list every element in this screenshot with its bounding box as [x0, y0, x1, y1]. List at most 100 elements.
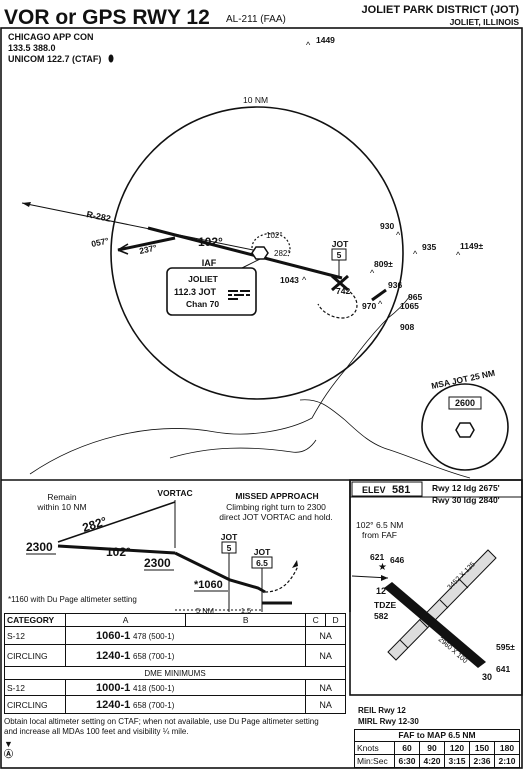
lighting-reil: REIL Rwy 12: [358, 706, 406, 715]
navaid-box: [166, 267, 257, 316]
time-label: Min:Sec: [354, 754, 395, 768]
table-row: CIRCLING 1240-1 658 (700-1) NA: [4, 695, 346, 714]
header-category: CATEGORY: [4, 613, 66, 627]
timing-grid: Knots 60 90 120 150 180 Min:Sec 6:30 4:2…: [354, 741, 520, 768]
row-cd: NA: [305, 695, 346, 714]
obstacle: 1065: [400, 301, 419, 311]
row-mda: 1060-1: [96, 629, 131, 642]
obstacle: 935: [422, 242, 436, 252]
profile-map-dme: 6.5: [256, 558, 268, 568]
spot-595: 595±: [496, 642, 515, 652]
obstacle: 1449: [316, 35, 335, 45]
notes-symbols: ▼Ⓐ: [4, 739, 14, 759]
runway-12-30: [384, 582, 486, 668]
elev-label: ELEV: [362, 485, 386, 495]
row-mda: 1240-1: [96, 649, 131, 662]
row-mda: 1000-1: [96, 681, 131, 694]
row-hat: 658 (700-1): [133, 651, 175, 661]
obstacle: 1043: [280, 275, 299, 285]
header-a: A: [64, 613, 187, 627]
profile-fix-dme: 5: [227, 543, 232, 553]
timing-table: FAF to MAP 6.5 NM Knots 60 90 120 150 18…: [354, 729, 520, 768]
river-outline: [29, 295, 411, 475]
terrain-outline-2: [169, 439, 317, 459]
msa-vortac-icon: [455, 422, 475, 438]
fix-dme: 5: [337, 250, 342, 260]
rwy30-landing: Rwy 30 ldg 2840': [432, 495, 500, 505]
msa-label: MSA JOT 25 NM: [430, 368, 496, 391]
pt-arrow: [117, 243, 129, 255]
obstacle-icon: ^: [396, 230, 401, 240]
course-reversal: [251, 233, 291, 257]
obstacle-group: 1449 ^ 930 ^ 935 ^ 1149± ^ 809± ^ 936 96…: [280, 35, 483, 332]
knots-label: Knots: [354, 741, 395, 755]
row-minimums: 1060-1 478 (500-1): [64, 626, 307, 645]
radial-label: R-282: [86, 209, 112, 224]
navaid-frequency: 112.3 JOT: [174, 287, 217, 297]
radial-line: [21, 202, 259, 252]
final-approach-course: [147, 226, 343, 280]
vortac-icon: [251, 246, 269, 260]
notes: Obtain local altimeter setting on CTAF; …: [4, 717, 319, 736]
timing-title: FAF to MAP 6.5 NM: [354, 729, 520, 741]
navaid-leader: [241, 258, 261, 269]
radial-arrowhead: [22, 202, 31, 207]
profile-missed-path: [264, 565, 299, 593]
fix-name: JOT: [332, 239, 349, 249]
pt-altitude: 2300: [26, 540, 53, 554]
spot-641: 641: [496, 664, 510, 674]
header-c: C: [305, 613, 327, 627]
airport-diagram-frame: [349, 479, 523, 696]
header-b: B: [185, 613, 307, 627]
runway-end-30: 30: [482, 672, 492, 682]
row-mda: 1240-1: [96, 698, 131, 711]
profile-inbound: [57, 544, 176, 555]
row-minimums: 1240-1 658 (700-1): [64, 695, 307, 714]
obstacle: 965: [408, 292, 422, 302]
inbound-course: 102°: [198, 235, 223, 249]
dme-minimums-title: DME MINIMUMS: [4, 666, 346, 680]
tdze-label: TDZE: [374, 600, 397, 610]
msa-altitude: 2600: [455, 398, 475, 408]
pt-outbound: [117, 236, 176, 252]
obstacle-icon: ^: [378, 299, 383, 309]
time: 4:20: [419, 754, 445, 768]
obstacle: 809±: [374, 259, 393, 269]
obstacle-icon: ^: [302, 275, 307, 285]
row-category: S-12: [4, 679, 66, 696]
profile-vortac: VORTAC: [157, 488, 192, 498]
distance-5nm: 5 NM: [196, 606, 214, 615]
morse-code-icon: [228, 290, 250, 300]
runway-end-12: 12: [376, 586, 386, 596]
navaid-channel: Chan 70: [186, 299, 219, 309]
row-minimums: 1000-1 418 (500-1): [64, 679, 307, 696]
profile-outbound: [57, 501, 176, 543]
speed: 60: [394, 741, 420, 755]
airport-symbol: [371, 288, 387, 302]
row-hat: 418 (500-1): [133, 683, 175, 693]
row-minimums: 1240-1 658 (700-1): [64, 644, 307, 667]
obstacle: 742: [336, 286, 350, 296]
airport-city: JOLIET, ILLINOIS: [450, 17, 520, 27]
row-category: CIRCLING: [4, 695, 66, 714]
row-category: S-12: [4, 626, 66, 645]
row-cd: NA: [305, 626, 346, 645]
profile-mda: *1060: [194, 579, 223, 591]
approach-frequency: 133.5 388.0: [8, 43, 56, 53]
iaf-label: IAF: [202, 258, 217, 268]
obstacle: 970: [362, 301, 376, 311]
time: 2:10: [494, 754, 520, 768]
table-row: CIRCLING 1240-1 658 (700-1) NA: [4, 644, 346, 667]
lighting-mirl: MIRL Rwy 12-30: [358, 717, 419, 726]
terrain-outline: [299, 399, 471, 479]
profile-footnote: *1160 with Du Page altimeter setting: [8, 595, 137, 604]
procedure-code: AL-211 (FAA): [226, 14, 286, 25]
ring-label: 10 NM: [243, 95, 268, 105]
closed-runway: [387, 549, 497, 661]
row-cd: NA: [305, 679, 346, 696]
plate-border: [0, 27, 523, 769]
obstacle: 908: [400, 322, 414, 332]
time: 2:36: [469, 754, 495, 768]
